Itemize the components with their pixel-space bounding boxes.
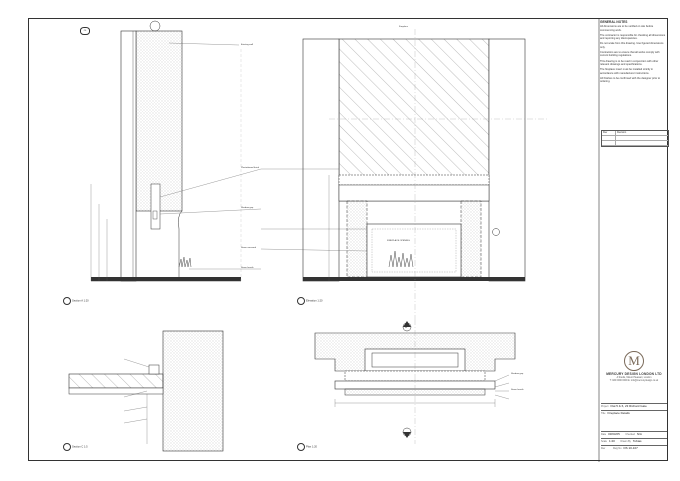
plan-drawing [314,319,516,444]
note-item: All finishes to be confirmed with the de… [600,76,661,84]
general-notes: GENERAL NOTES All dimensions are to be v… [600,20,666,85]
revision-header: Rev Revision [602,131,668,136]
annotation-fireplace: Fireplace [399,26,408,28]
annotation-shadow-gap: Shadow gap [241,207,254,209]
annotation-plan-hearth: Stone hearth [511,389,524,391]
company-name: MERCURY DESIGN LONDON LTD [606,372,662,376]
logo-m-icon: M [624,351,644,371]
revision-table: Rev Revision [601,130,669,147]
view-symbol-icon [297,443,305,451]
note-item: The fireplace insert must be installed s… [600,68,654,75]
note-item: This drawing is to be read in conjunctio… [600,59,659,66]
note-item: Do not scale from this drawing. Use figu… [600,42,664,49]
annotation-plan-shadow-gap: Shadow gap [511,373,524,375]
view-label-section-a: Section A 1:20 [63,297,89,305]
annotation-stone-surround: Stone surround [241,247,256,249]
section-a-drawing [90,20,262,282]
section-c-drawing [68,330,224,452]
section-marker-top: A [405,325,408,329]
company-logo: M [617,351,651,371]
elevation-drawing [260,29,549,319]
annotation-hearth: Stone hearth [241,267,254,269]
annotation-existing-wall: Existing wall [241,44,254,46]
note-item: All dimensions are to be verified on sit… [600,25,654,32]
revision-row [602,141,668,146]
note-item: Contractors are to ensure that all works… [600,51,660,58]
revision-row [602,136,668,141]
company-address: A Studio, Mount Pleasant, London T: 020 … [609,377,659,382]
technical-drawing [68,19,600,462]
note-item: The contractor is responsible for checki… [600,33,666,41]
notes-title: GENERAL NOTES [600,20,628,24]
view-label-plan: Plan 1:20 [297,443,317,451]
view-symbol-icon [63,443,71,451]
view-symbol-icon [297,297,305,305]
view-label-elevation: Elevation 1:20 [297,297,322,305]
drawing-sheet: C6 Existing wall Plasterboard finish Sha… [28,18,669,462]
view-symbol-icon [63,297,71,305]
annotation-plasterboard: Plasterboard finish [241,167,260,169]
view-label-section-c: Section C 1:5 [63,443,88,451]
drawing-tag: C6 [80,27,90,35]
annotation-opening: FIREPLACE OPENING [387,240,410,242]
